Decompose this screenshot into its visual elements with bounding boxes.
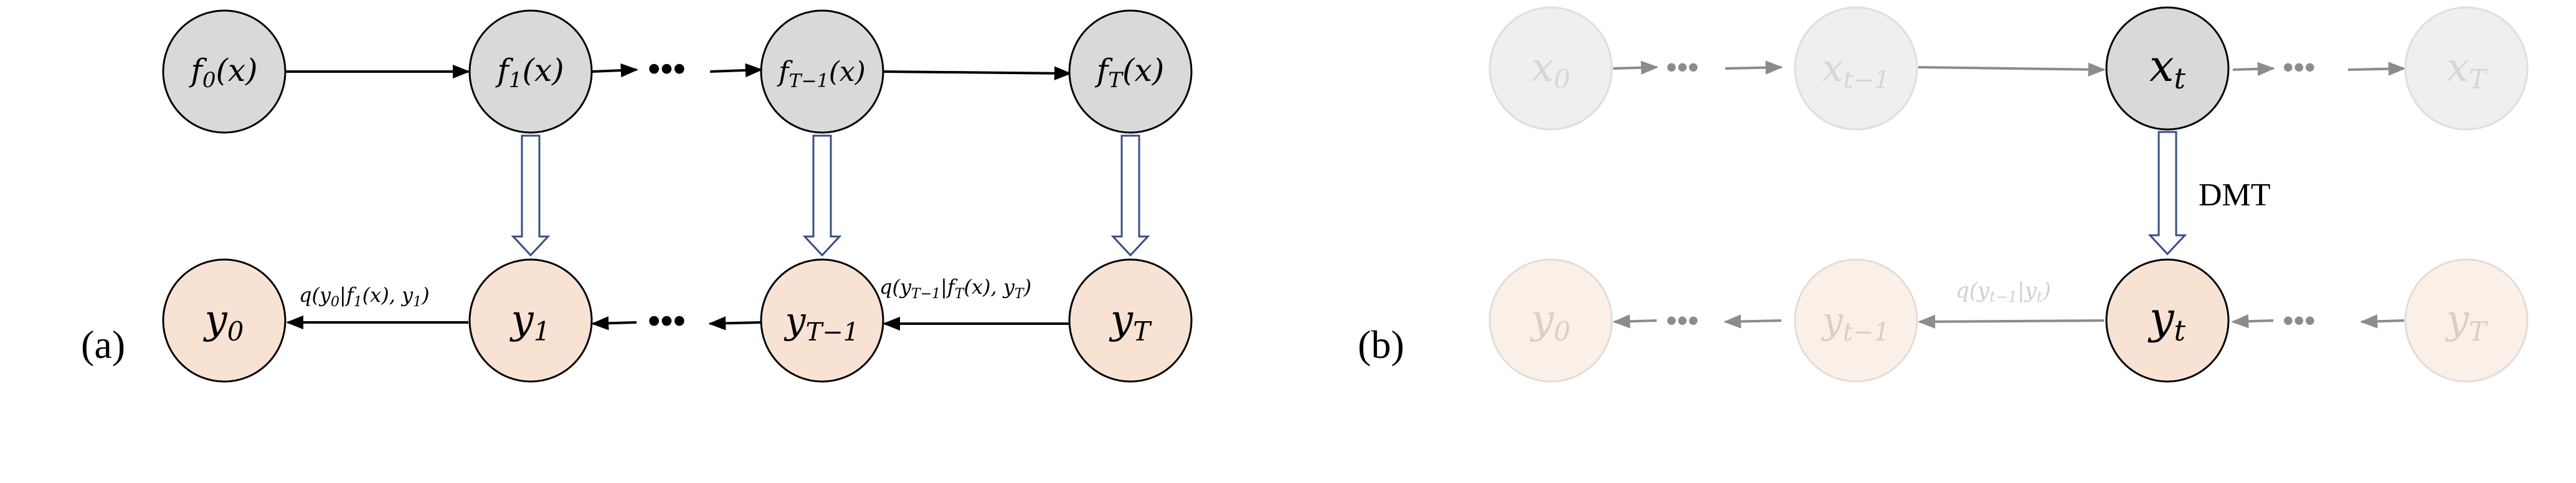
- arrow-ellipsis-yt-b: [2231, 314, 2274, 329]
- arrow-xtm1-xt: [1918, 62, 2106, 77]
- arrow-fTm1-fT: [883, 66, 1072, 80]
- node-y0: y0: [162, 258, 286, 383]
- ellipsis-bottom-b-right: •••: [2283, 303, 2316, 338]
- node-b-ytm1: yt−1: [1794, 258, 1918, 383]
- node-yTm1: yT−1: [760, 258, 884, 383]
- ellipsis-bottom-b-left: •••: [1666, 303, 1699, 338]
- svg-text:f1(x): f1(x): [495, 52, 564, 93]
- arrow-xt-ellipsis: [2232, 62, 2275, 76]
- panel-a: (a) ••• f0(x) f1(x) fT−1(x) fT(x): [81, 9, 1193, 383]
- ellipsis-top-b-left: •••: [1666, 50, 1699, 85]
- arrow-yT-ellipsis-b: [2360, 314, 2405, 329]
- arrow-yTm1-ellipsis: [708, 316, 762, 331]
- dmt-label: DMT: [2199, 177, 2271, 213]
- ellipsis-top-a: •••: [648, 49, 686, 89]
- svg-text:f0(x): f0(x): [188, 52, 257, 93]
- panel-b: (b) ••• ••• x0 xt−1 xt xT DMT: [1358, 6, 2529, 383]
- node-b-y0: y0: [1489, 258, 1613, 383]
- ellipsis-bottom-a: •••: [648, 301, 686, 341]
- panel-a-label: (a): [81, 322, 125, 367]
- node-f0: f0(x): [162, 9, 286, 134]
- ellipsis-top-b-right: •••: [2283, 50, 2316, 85]
- edge-label-yT-yTm1: q(yT−1|fT(x), yT): [879, 275, 1031, 302]
- svg-text:yT−1: yT−1: [784, 299, 859, 347]
- node-xT: xT: [2404, 6, 2529, 131]
- double-arrow-f1-y1: [511, 134, 551, 257]
- arrow-ytm1-ellipsis: [1723, 314, 1782, 329]
- node-f1: f1(x): [468, 9, 593, 134]
- node-b-yT: yT: [2404, 258, 2529, 383]
- double-arrow-fT-yT: [1110, 134, 1150, 257]
- node-yT: yT: [1068, 258, 1193, 383]
- arrow-ellipsis-xT: [2347, 62, 2406, 76]
- arrow-yt-ytm1: [1918, 314, 2105, 329]
- node-fTm1: fT−1(x): [760, 9, 884, 134]
- node-y1: y1: [468, 258, 593, 383]
- panel-b-label: (b): [1358, 322, 1404, 367]
- svg-text:yt: yt: [2147, 293, 2186, 347]
- double-arrow-xt-yt: [2147, 131, 2187, 256]
- double-arrow-fTm1-yTm1: [802, 134, 842, 257]
- arrow-f1-ellipsis: [591, 63, 638, 78]
- edge-label-y1-y0: q(y0|f1(x), y1): [299, 283, 430, 310]
- node-b-yt: yt: [2105, 258, 2230, 383]
- svg-text:y0: y0: [1530, 297, 1571, 347]
- arrow-ellipsis-y1: [591, 316, 637, 331]
- arrow-ellipsis-y0-b: [1612, 314, 1657, 329]
- arrow-ellipsis-xtm1: [1725, 60, 1783, 75]
- node-xtm1: xt−1: [1794, 6, 1918, 131]
- edge-label-yt-ytm1: q(yt−1|yt): [1956, 278, 2051, 306]
- arrow-x0-ellipsis: [1612, 60, 1659, 75]
- arrow-ellipsis-fTm1: [709, 63, 763, 78]
- svg-text:fT(x): fT(x): [1094, 52, 1164, 93]
- node-fT: fT(x): [1068, 9, 1193, 134]
- node-xt: xt: [2105, 6, 2230, 131]
- node-x0: x0: [1489, 6, 1613, 131]
